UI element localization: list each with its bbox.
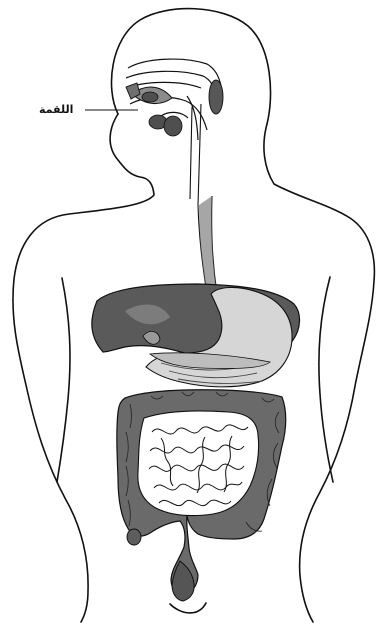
salivary-gland-icon bbox=[209, 80, 223, 114]
bolus-label: اللقمة bbox=[39, 103, 73, 116]
sublingual-gland-icon bbox=[149, 115, 182, 136]
small-intestine-area bbox=[138, 411, 259, 516]
bolus-icon bbox=[142, 92, 158, 102]
appendix-icon bbox=[127, 529, 141, 545]
esophagus-fill bbox=[199, 196, 217, 294]
